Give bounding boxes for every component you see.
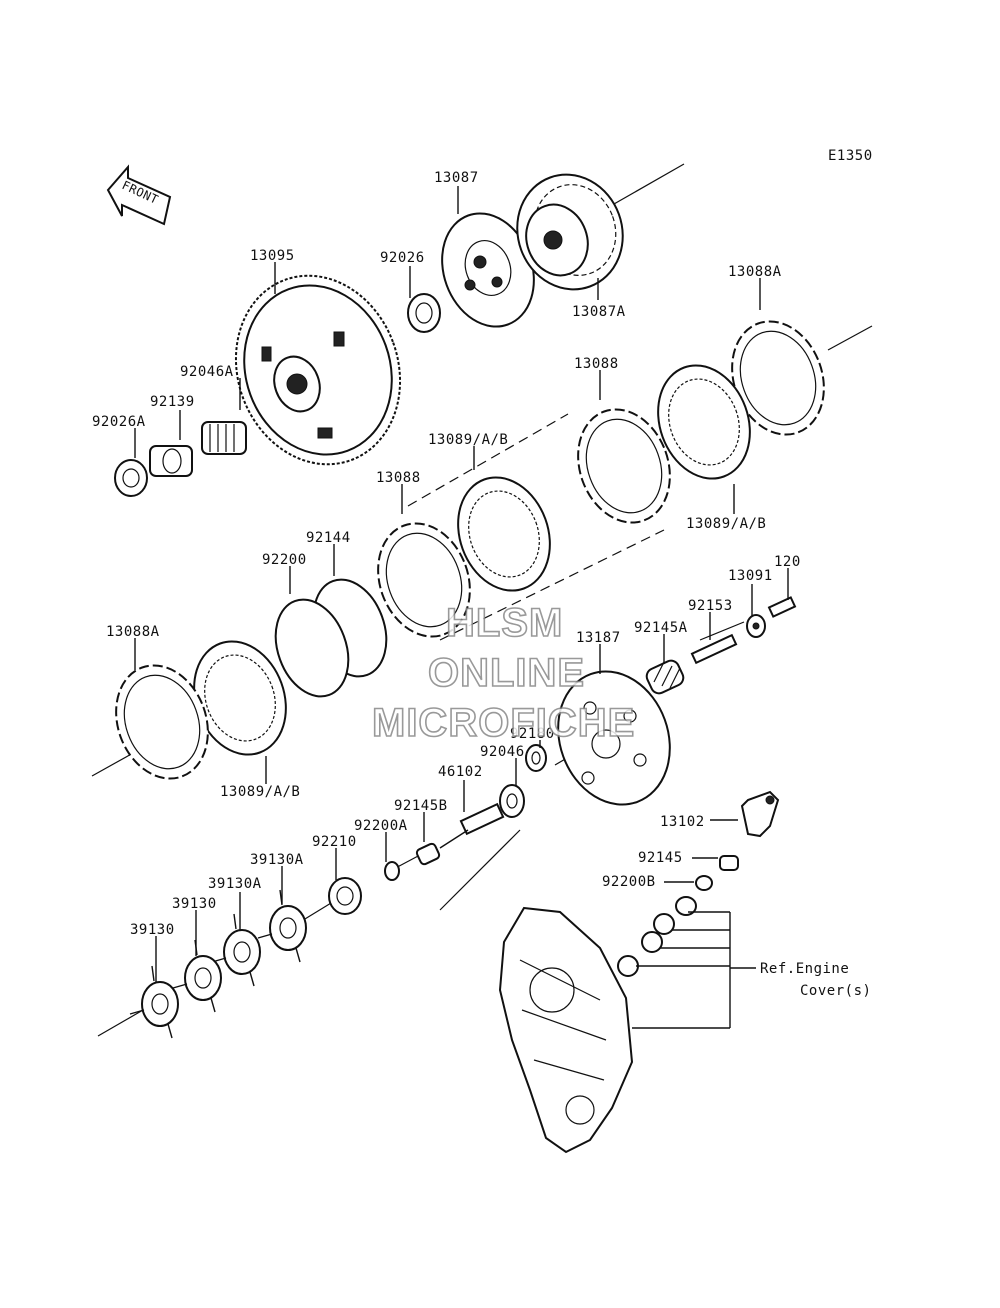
label-13087: 13087 [434, 170, 479, 186]
front-arrow-icon: FRONT [106, 164, 172, 226]
part-13087-hub-plate[interactable] [427, 200, 549, 339]
leader-lines [134, 186, 789, 982]
label-92046: 92046 [480, 744, 525, 760]
part-92139-collar[interactable] [149, 445, 193, 477]
part-13089-steel-plate-lower[interactable] [179, 628, 301, 767]
ref-bracket [632, 911, 756, 1029]
watermark: HLSM ONLINE MICROFICHE [371, 600, 635, 746]
part-13087A-clutch-hub[interactable] [501, 160, 638, 305]
part-13091-washer[interactable] [746, 614, 766, 638]
part-92026-washer[interactable] [407, 293, 441, 333]
label-92145: 92145 [638, 850, 683, 866]
label-13088-mid: 13088 [376, 470, 421, 486]
label-92200B: 92200B [602, 874, 656, 890]
part-39130A-retainer-2[interactable] [211, 913, 261, 987]
part-46102-push-rod[interactable] [439, 802, 505, 849]
watermark-line1: HLSM [446, 601, 563, 645]
label-92180: 92180 [510, 726, 555, 742]
label-13089-lower: 13089/A/B [220, 784, 300, 800]
ref-note-line2: Cover(s) [800, 983, 871, 999]
label-92153: 92153 [688, 598, 733, 614]
part-13089-steel-plate-center[interactable] [443, 464, 565, 603]
part-92200A-washer[interactable] [384, 861, 400, 881]
diagram-code: E1350 [828, 148, 873, 164]
label-92046A: 92046A [180, 364, 234, 380]
part-13088-friction-plate-mid[interactable] [363, 510, 485, 649]
label-39130-1: 39130 [172, 896, 217, 912]
label-92026A: 92026A [92, 414, 146, 430]
label-92210: 92210 [312, 834, 357, 850]
label-13088A-left: 13088A [106, 624, 160, 640]
part-13088-friction-plate-upper[interactable] [563, 396, 685, 535]
label-92026: 92026 [380, 250, 425, 266]
part-39130-retainer-2[interactable] [129, 965, 179, 1039]
part-13187-pressure-plate[interactable] [540, 656, 688, 821]
part-92046-bearing[interactable] [499, 784, 525, 818]
label-13187: 13187 [576, 630, 621, 646]
label-39130A-1: 39130A [250, 852, 304, 868]
label-39130A-2: 39130A [208, 876, 262, 892]
part-92180-washer[interactable] [525, 744, 547, 772]
label-120: 120 [774, 554, 801, 570]
part-13102-release-lever[interactable] [740, 790, 780, 838]
label-13089-right: 13089/A/B [686, 516, 766, 532]
label-13088A-top: 13088A [728, 264, 782, 280]
label-92139: 92139 [150, 394, 195, 410]
part-92145B-spring[interactable] [415, 842, 441, 866]
part-13088A-friction-plate-left[interactable] [101, 652, 223, 791]
label-92145A: 92145A [634, 620, 688, 636]
part-92026A-washer[interactable] [114, 459, 148, 497]
ref-note-line1: Ref.Engine [760, 961, 849, 977]
label-92145B: 92145B [394, 798, 448, 814]
watermark-line2: ONLINE [428, 651, 585, 695]
part-92153-bolt[interactable] [690, 633, 738, 665]
label-13095: 13095 [250, 248, 295, 264]
part-92145A-spring[interactable] [644, 658, 686, 696]
part-120-bolt[interactable] [767, 596, 797, 618]
label-39130-2: 39130 [130, 922, 175, 938]
part-39130-retainer-1[interactable] [172, 939, 222, 1013]
part-engine-cover [498, 906, 634, 1154]
label-92200A: 92200A [354, 818, 408, 834]
part-92200-ring[interactable] [263, 589, 361, 706]
label-46102: 46102 [438, 764, 483, 780]
label-92144: 92144 [306, 530, 351, 546]
part-92145-spring[interactable] [719, 855, 739, 871]
label-13091: 13091 [728, 568, 773, 584]
label-13087A: 13087A [572, 304, 626, 320]
part-13095-clutch-housing[interactable] [210, 252, 426, 487]
watermark-line3: MICROFICHE [372, 701, 635, 745]
part-92210-oil-seal[interactable] [328, 877, 362, 915]
label-13089-upper: 13089/A/B [428, 432, 508, 448]
cover-seals[interactable] [617, 896, 697, 977]
label-92200: 92200 [262, 552, 307, 568]
label-13102: 13102 [660, 814, 705, 830]
part-92200B-washer[interactable] [695, 875, 713, 891]
part-92046A-needle-bearing[interactable] [201, 421, 247, 455]
label-13088-upper: 13088 [574, 356, 619, 372]
part-39130A-retainer-1[interactable] [257, 889, 307, 963]
part-13089-steel-plate-right[interactable] [643, 352, 765, 491]
